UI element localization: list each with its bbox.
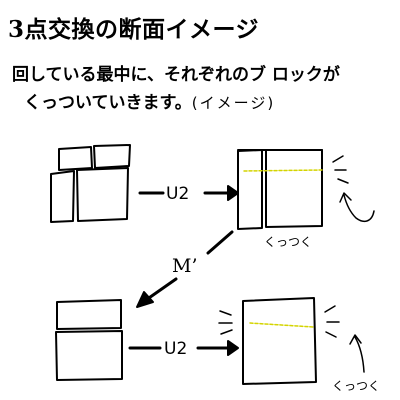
motion-lines-left xyxy=(218,310,233,335)
seam-highlight xyxy=(243,169,323,172)
description-aside: (イメージ) xyxy=(191,94,276,112)
block-right-large xyxy=(265,149,323,228)
motion-lines-top xyxy=(332,155,349,184)
curved-arrow-bottom xyxy=(354,336,365,373)
state-1-blocks xyxy=(50,144,131,223)
state-4-blocks xyxy=(218,297,365,385)
block-bottom-left xyxy=(50,170,75,223)
state-2-blocks xyxy=(237,149,375,230)
description-line-2: くっついていきます。(イメージ) xyxy=(24,88,275,113)
block-top-right xyxy=(93,144,131,169)
description-line-2-text: くっついていきます。 xyxy=(24,93,192,113)
block-top-bar xyxy=(56,299,122,330)
block-left-tall xyxy=(237,149,263,230)
curved-arrow-top xyxy=(343,194,375,223)
block-bottom-right xyxy=(76,167,129,222)
motion-lines-right xyxy=(324,305,340,338)
annotation-bottom-right: くっつく xyxy=(332,379,380,393)
move-label-top: U2 xyxy=(166,184,189,204)
block-merged xyxy=(242,297,317,385)
state-3-blocks xyxy=(55,299,123,381)
seam-highlight-bottom xyxy=(249,322,314,328)
arrow-u2-bottom xyxy=(128,340,239,356)
block-top-left xyxy=(58,146,93,171)
arrow-u2-top xyxy=(138,185,239,201)
annotation-top-right: くっつく xyxy=(264,235,312,249)
description-line-1: 回している最中に、それぞれのブ ロックが xyxy=(12,65,340,85)
page-title: 3点交換の断面イメージ xyxy=(8,16,260,43)
move-label-bottom: U2 xyxy=(164,339,187,359)
block-bottom-square xyxy=(55,330,123,381)
move-label-diagonal: M’ xyxy=(172,255,198,277)
arrow-m-prime xyxy=(136,230,234,308)
